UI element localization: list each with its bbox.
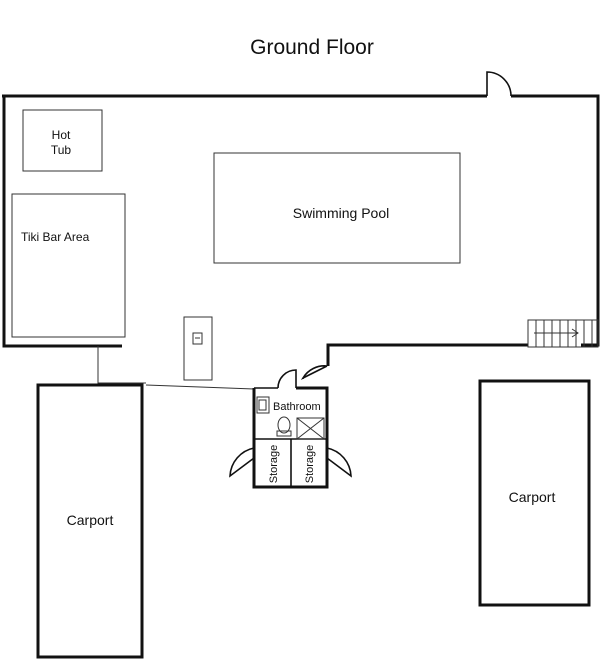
carport-left: Carport — [36, 383, 144, 659]
storage-left-label: Storage — [268, 445, 280, 484]
outer-walls — [2, 94, 600, 390]
carport-left-label: Carport — [67, 512, 114, 528]
swimming-pool: Swimming Pool — [213, 152, 461, 264]
sink-icon — [256, 396, 270, 414]
swimming-pool-label: Swimming Pool — [293, 205, 389, 221]
carport-right: Carport — [478, 379, 591, 607]
door-swing-icon — [486, 71, 512, 97]
bathroom-label: Bathroom — [273, 401, 321, 413]
floor-title: Ground Floor — [250, 36, 374, 59]
hot-tub: Hot Tub — [22, 109, 103, 172]
toilet-icon — [276, 416, 292, 437]
stairs-icon — [527, 319, 599, 348]
shower-icon — [296, 417, 325, 440]
carport-right-label: Carport — [509, 489, 556, 505]
shower-fixture-icon — [183, 316, 213, 381]
tiki-bar-label: Tiki Bar Area — [21, 230, 90, 244]
storage-right-label: Storage — [304, 445, 316, 484]
hot-tub-label-line2: Tub — [51, 143, 72, 157]
door-swing-icon — [229, 365, 352, 478]
hot-tub-label-line1: Hot — [52, 128, 71, 142]
tiki-bar-area: Tiki Bar Area — [11, 193, 126, 338]
